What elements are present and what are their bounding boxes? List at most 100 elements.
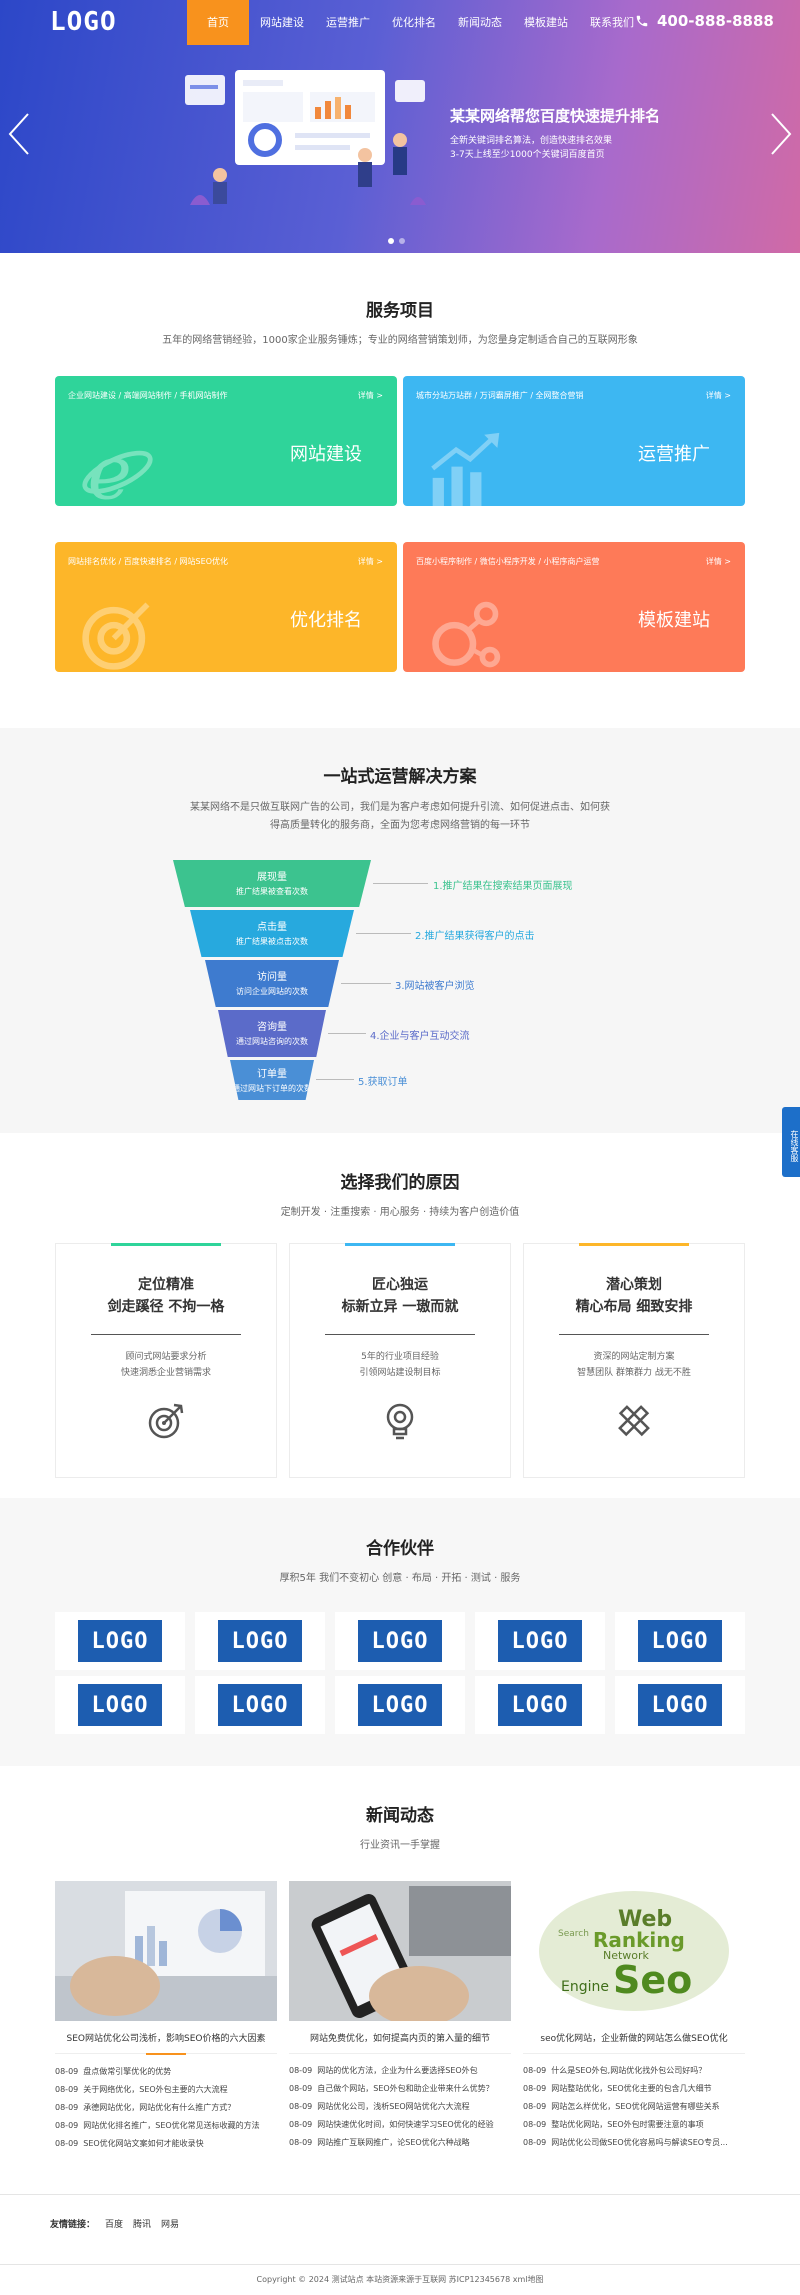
- partner-logo[interactable]: LOGO: [615, 1676, 745, 1734]
- carousel-dots: [388, 238, 405, 244]
- reasons-section: 选择我们的原因 定制开发 · 注重搜索 · 用心服务 · 持续为客户创造价值 定…: [0, 1133, 800, 1498]
- partner-logo[interactable]: LOGO: [335, 1612, 465, 1670]
- svg-text:Search: Search: [558, 1929, 589, 1939]
- reason-text-1: 5年的行业项目经验: [361, 1352, 439, 1362]
- service-card-promotion[interactable]: 城市分站万站群 / 万词霸屏推广 / 全网整合营销 详情 > 运营推广: [403, 376, 745, 506]
- reason-accent-bar: [345, 1243, 455, 1246]
- funnel-level-sub: 推广结果被查看次数: [236, 887, 308, 896]
- news-caption[interactable]: SEO网站优化公司浅析，影响SEO价格的六大因素: [55, 2024, 277, 2054]
- reason-text-1: 顾问式网站要求分析: [125, 1352, 207, 1362]
- reason-text-2: 快速洞悉企业营销需求: [120, 1368, 211, 1378]
- nav-promotion[interactable]: 运营推广: [326, 16, 370, 29]
- funnel-connector: [356, 933, 411, 934]
- reasons-subtitle: 定制开发 · 注重搜索 · 用心服务 · 持续为客户创造价值: [280, 1207, 520, 1218]
- laptop-analytics-image[interactable]: [55, 1881, 277, 2021]
- service-name: 优化排名: [290, 610, 362, 631]
- news-caption[interactable]: 网站免费优化，如何提高内页的第入量的细节: [289, 2024, 511, 2054]
- service-tags: 企业网站建设 / 高端网站制作 / 手机网站制作: [68, 391, 228, 400]
- news-subtitle: 行业资讯一手掌握: [360, 1840, 440, 1851]
- partner-logo[interactable]: LOGO: [475, 1612, 605, 1670]
- service-name: 网站建设: [290, 444, 362, 465]
- service-more-link[interactable]: 详情 >: [357, 391, 383, 400]
- partner-logo[interactable]: LOGO: [195, 1676, 325, 1734]
- partner-logo-text: LOGO: [231, 1628, 289, 1654]
- reason-heading: 匠心独运: [372, 1277, 428, 1293]
- funnel-label-5: 5.获取订单: [358, 1077, 408, 1088]
- reason-text-2: 智慧团队 群策群力 战无不胜: [577, 1368, 691, 1378]
- partner-logo[interactable]: LOGO: [195, 1612, 325, 1670]
- svg-text:Web: Web: [618, 1907, 672, 1932]
- smartphone-image[interactable]: [289, 1881, 511, 2026]
- partner-logo[interactable]: LOGO: [55, 1676, 185, 1734]
- funnel-level-title: 订单量: [257, 1069, 287, 1080]
- nav-home[interactable]: 首页: [187, 0, 249, 45]
- nav-seo-ranking[interactable]: 优化排名: [392, 16, 436, 29]
- services-title: 服务项目: [366, 301, 434, 321]
- pencil-ruler-icon: [618, 1405, 650, 1437]
- carousel-prev-icon[interactable]: [8, 112, 30, 156]
- service-tags: 网站排名优化 / 百度快速排名 / 网站SEO优化: [68, 557, 228, 566]
- nav-template[interactable]: 模板建站: [524, 16, 568, 29]
- svg-text:Engine: Engine: [561, 1979, 609, 1995]
- friend-link[interactable]: 网易: [161, 2220, 180, 2230]
- service-card-template[interactable]: 百度小程序制作 / 微信小程序开发 / 小程序商户运营 详情 > 模板建站: [403, 542, 745, 672]
- partner-logo[interactable]: LOGO: [615, 1612, 745, 1670]
- carousel-dot-1[interactable]: [388, 238, 394, 244]
- funnel-level-sub: 访问企业网站的次数: [236, 987, 308, 996]
- partner-logo-text: LOGO: [91, 1628, 149, 1654]
- reason-subheading: 剑走蹊径 不拘一格: [107, 1299, 225, 1315]
- service-more-link[interactable]: 详情 >: [705, 557, 731, 566]
- news-column-3: Web Ranking Network Seo Engine Search se…: [523, 1881, 745, 2152]
- hero-text: 某某网络帮您百度快速提升排名 全新关键词排名算法，创造快速排名效果 3-7天上线…: [450, 105, 660, 162]
- partner-logo[interactable]: LOGO: [335, 1676, 465, 1734]
- funnel-label-1: 1.推广结果在搜索结果页面展现: [433, 881, 573, 892]
- service-more-link[interactable]: 详情 >: [705, 391, 731, 400]
- news-title: 新闻动态: [366, 1806, 434, 1826]
- service-more-link[interactable]: 详情 >: [357, 557, 383, 566]
- nav-website-build[interactable]: 网站建设: [260, 16, 304, 29]
- service-card-seo[interactable]: 网站排名优化 / 百度快速排名 / 网站SEO优化 详情 > 优化排名: [55, 542, 397, 672]
- funnel-level-sub: 通过网站咨询的次数: [236, 1037, 308, 1046]
- seo-word-cloud-image[interactable]: Web Ranking Network Seo Engine Search: [523, 1881, 745, 2021]
- nav-news[interactable]: 新闻动态: [458, 16, 502, 29]
- svg-text:Ranking: Ranking: [593, 1928, 685, 1952]
- phone-icon: [636, 15, 648, 27]
- site-logo[interactable]: LOGO: [50, 7, 130, 37]
- service-tags: 城市分站万站群 / 万词霸屏推广 / 全网整合营销: [416, 391, 584, 400]
- partner-logo[interactable]: LOGO: [55, 1612, 185, 1670]
- partner-logo[interactable]: LOGO: [475, 1676, 605, 1734]
- reason-subheading: 精心布局 细致安排: [575, 1299, 693, 1315]
- service-tags: 百度小程序制作 / 微信小程序开发 / 小程序商户运营: [416, 557, 600, 566]
- network-nodes-icon: [432, 601, 501, 668]
- service-card-website[interactable]: 企业网站建设 / 高端网站制作 / 手机网站制作 详情 > 网站建设 e: [55, 376, 397, 506]
- online-service-tab[interactable]: 在线客服: [782, 1107, 800, 1177]
- reasons-grid: 定位精准剑走蹊径 不拘一格 顾问式网站要求分析 快速洞悉企业营销需求 匠心独运标…: [55, 1243, 745, 1478]
- carousel-dot-2[interactable]: [399, 238, 405, 244]
- carousel-next-icon[interactable]: [770, 112, 792, 156]
- funnel-label-4: 4.企业与客户互动交流: [370, 1031, 470, 1042]
- friend-link[interactable]: 百度: [105, 2220, 124, 2230]
- solutions-section: 一站式运营解决方案 某某网络不是只做互联网广告的公司，我们是为客户考虑如何提升引…: [0, 728, 800, 1133]
- friend-link[interactable]: 腾讯: [133, 2220, 152, 2230]
- nav-contact[interactable]: 联系我们: [590, 16, 634, 29]
- news-caption[interactable]: seo优化网站，企业新做的网站怎么做SEO优化: [523, 2024, 745, 2054]
- reason-subheading: 标新立异 一璈而就: [341, 1299, 459, 1315]
- caption-highlight: [146, 2053, 186, 2055]
- funnel-level-sub: 通过网站下订单的次数: [232, 1084, 312, 1093]
